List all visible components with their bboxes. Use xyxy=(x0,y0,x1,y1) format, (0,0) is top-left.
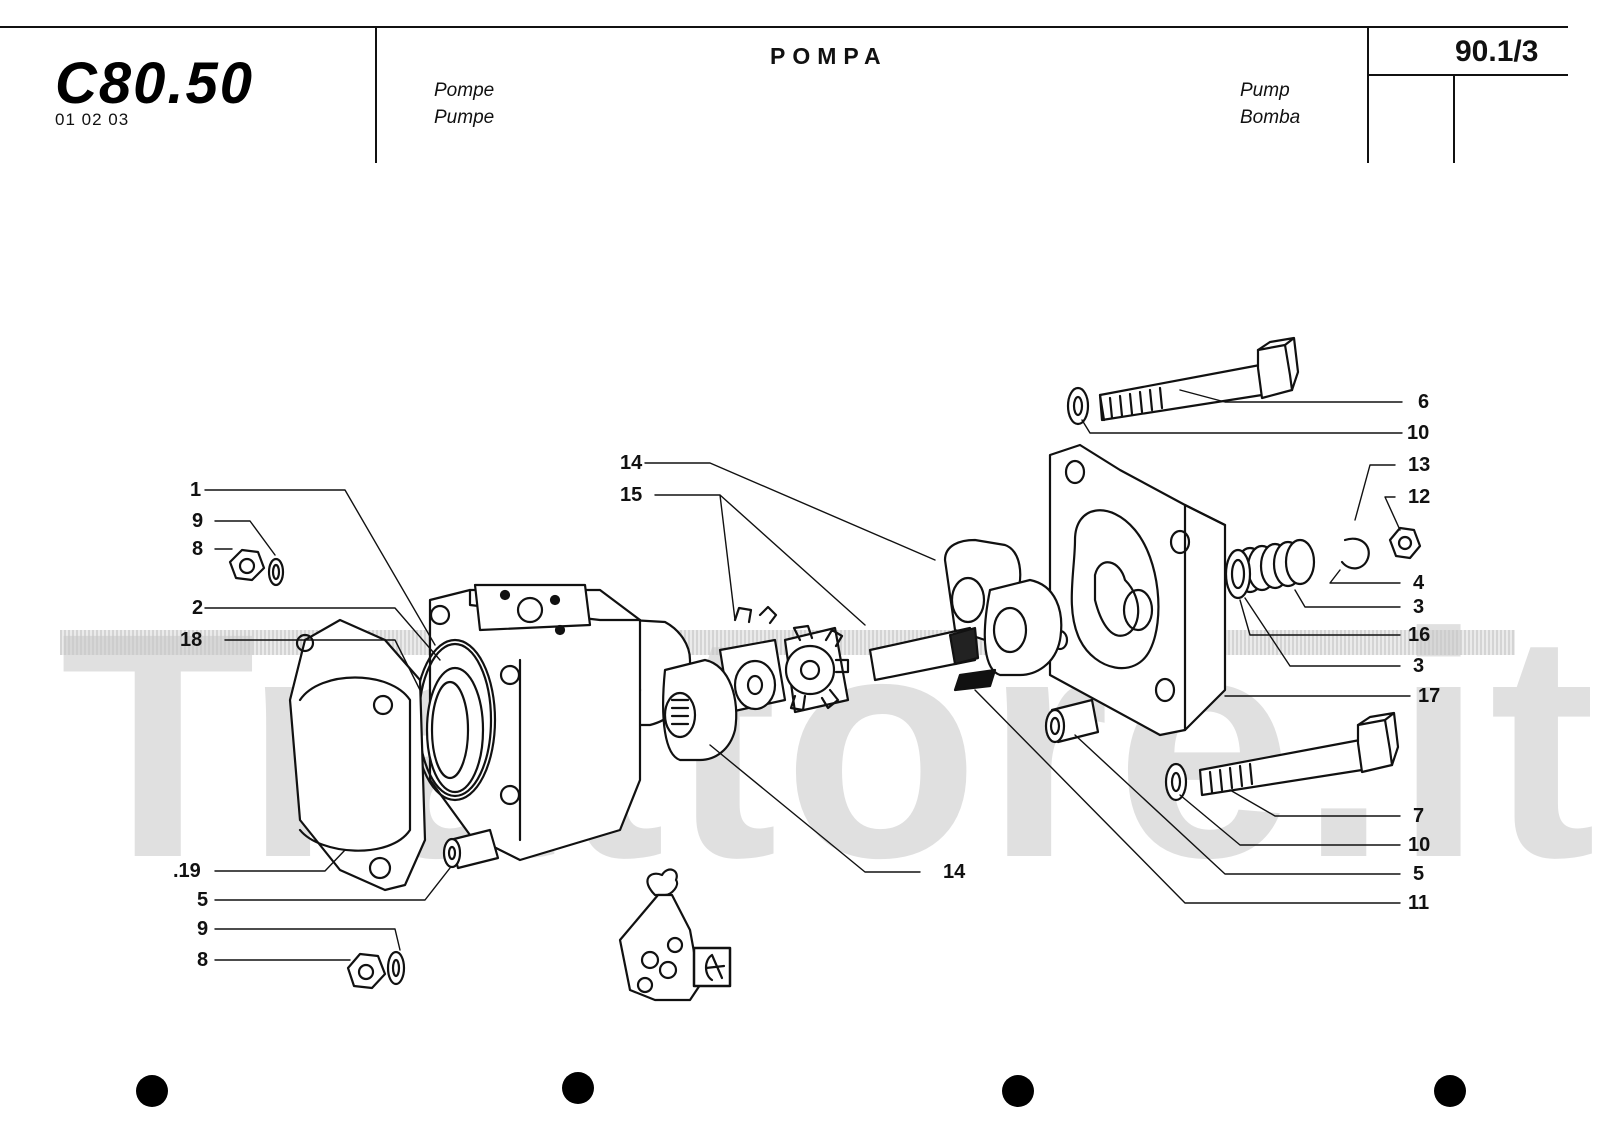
registration-hole-icon xyxy=(136,1075,168,1107)
callout-5-right: 5 xyxy=(1413,863,1425,885)
callout-18: 18 xyxy=(180,629,203,651)
callout-4: 4 xyxy=(1413,572,1425,594)
callout-15: 15 xyxy=(620,484,643,506)
part-14-gear-body-right xyxy=(943,538,1063,677)
callout-9-bottom: 9 xyxy=(197,918,209,940)
part-18-seal xyxy=(425,666,485,794)
part-9-washer-top xyxy=(267,557,285,587)
title-spanish: Bomba xyxy=(1240,107,1301,128)
title-german: Pumpe xyxy=(434,107,495,128)
part-3-ring xyxy=(1224,548,1252,600)
callout-10-bottom: 10 xyxy=(1408,834,1431,856)
part-10-washer-top xyxy=(1066,386,1090,426)
callout-14-bottom: 14 xyxy=(943,861,966,883)
callout-11: 11 xyxy=(1408,892,1430,914)
header-divider-1 xyxy=(375,26,377,163)
callout-8-top: 8 xyxy=(192,538,204,560)
pageno-underline xyxy=(1367,74,1568,76)
callout-1: 1 xyxy=(190,479,202,501)
callout-9-top: 9 xyxy=(192,510,204,532)
part-19-front-cover xyxy=(288,618,427,892)
part-11-key xyxy=(953,668,997,692)
callout-16: 16 xyxy=(1408,624,1431,646)
part-8-nut-bottom xyxy=(346,952,387,990)
callout-7: 7 xyxy=(1413,805,1425,827)
part-8-nut-top xyxy=(228,548,266,582)
title-english: Pump xyxy=(1240,80,1290,101)
part-17-cover-plate xyxy=(1048,443,1227,737)
registration-hole-icon xyxy=(1434,1075,1466,1107)
part-15-gear-shaft xyxy=(718,605,980,714)
part-7-bolt xyxy=(1198,711,1400,797)
leader-lines xyxy=(204,389,1411,961)
model-logo: C80.50 xyxy=(55,51,355,116)
part-13-circlip xyxy=(1340,537,1370,570)
part-5-dowel-right xyxy=(1044,698,1100,744)
callout-13: 13 xyxy=(1408,454,1431,476)
callout-17: 17 xyxy=(1418,685,1441,707)
callout-10-top: 10 xyxy=(1407,422,1430,444)
model-codes: 01 02 03 xyxy=(55,110,130,129)
callout-5-left: 5 xyxy=(197,889,209,911)
callout-3-bottom: 3 xyxy=(1413,655,1425,677)
page-number: 90.1/3 xyxy=(1455,35,1539,68)
callout-12: 12 xyxy=(1408,486,1431,508)
header-top-rule xyxy=(0,26,1568,28)
model-logo-mark: C80.50 xyxy=(55,51,254,116)
callout-6: 6 xyxy=(1418,391,1430,413)
registration-hole-icon xyxy=(1002,1075,1034,1107)
title-french: Pompe xyxy=(434,80,495,101)
header-divider-3 xyxy=(1453,74,1455,163)
part-6-bolt xyxy=(1098,336,1300,422)
callout-8-bottom: 8 xyxy=(197,949,209,971)
part-10-washer-bottom xyxy=(1164,762,1188,802)
part-pump-housing xyxy=(428,583,642,862)
header-divider-2 xyxy=(1367,26,1369,163)
page-title: POMPA xyxy=(770,43,888,69)
callout-2: 2 xyxy=(192,597,204,619)
part-12-nut xyxy=(1388,526,1422,560)
parts-bag-icon xyxy=(618,868,702,1002)
callout-19: .19 xyxy=(173,860,201,882)
part-9-washer-bottom xyxy=(386,950,406,986)
callout-3-top: 3 xyxy=(1413,596,1425,618)
part-5-dowel-left xyxy=(442,828,500,870)
callout-14-top: 14 xyxy=(620,452,643,474)
model-logo-text: C80.50 xyxy=(55,55,254,111)
seal-kit-icon xyxy=(692,946,732,988)
registration-hole-icon xyxy=(562,1072,594,1104)
